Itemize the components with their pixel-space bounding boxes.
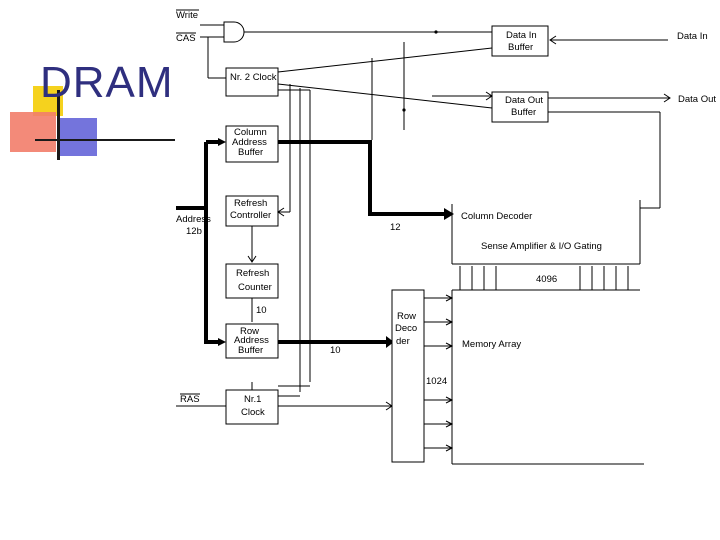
column-decoder-label: Column Decoder xyxy=(461,211,532,222)
row-decoder-outputs xyxy=(424,294,454,452)
row-decoder-label-3: der xyxy=(396,336,410,347)
array-bits-width: 4096 xyxy=(536,274,557,285)
row-addr-buffer-label-1: Row xyxy=(240,326,259,337)
refresh-counter xyxy=(225,263,279,299)
data-out-label: Data Out xyxy=(678,94,716,105)
row-decoder-label-1: Row xyxy=(397,311,416,322)
data-out-buffer-label-1: Data Out xyxy=(505,95,543,106)
sense-amplifier-label: Sense Amplifier & I/O Gating xyxy=(481,241,602,252)
data-in-arrow xyxy=(549,35,557,45)
refresh-ctrl-label-1: Refresh xyxy=(234,198,267,209)
col-addr-buffer-label-2: Address xyxy=(232,137,267,148)
address-label-2: 12b xyxy=(186,226,202,237)
row-bus-arrow xyxy=(386,336,394,348)
clock2-label: Nr. 2 Clock xyxy=(230,72,277,83)
clock2-to-dataout xyxy=(277,83,493,109)
sense-amp-bitlines xyxy=(459,266,629,290)
address-split-bus xyxy=(204,142,222,344)
decor-horizontal-line xyxy=(35,139,175,141)
refresh-counter-arrow xyxy=(247,255,257,263)
row-decoder-label-2: Deco xyxy=(395,323,417,334)
data-in-label: Data In xyxy=(677,31,708,42)
data-in-buffer-label-1: Data In xyxy=(506,30,537,41)
refresh-counter-label-2: Counter xyxy=(238,282,272,293)
slide-title: DRAM xyxy=(40,58,174,107)
column-bus-arrow xyxy=(444,208,454,220)
data-out-buffer-label-2: Buffer xyxy=(511,107,536,118)
decor-blue-square xyxy=(57,118,97,156)
clock1-box xyxy=(225,389,279,425)
data-out-buffer xyxy=(491,91,549,123)
row-bus-width: 10 xyxy=(330,345,341,356)
address-row-arrow xyxy=(218,338,226,346)
column-address-bus xyxy=(278,140,444,216)
data-in-buffer xyxy=(491,25,549,57)
memory-array-label: Memory Array xyxy=(462,339,521,350)
column-address-buffer xyxy=(225,125,279,163)
col-addr-buffer-label-1: Column xyxy=(234,127,267,138)
clock2-to-datain xyxy=(277,47,493,73)
row-decoder xyxy=(391,289,425,463)
data-in-buffer-label-2: Buffer xyxy=(508,42,533,53)
ras-label: RAS xyxy=(180,394,200,405)
row-lines-width: 1024 xyxy=(426,376,447,387)
refresh-counter-label-1: Refresh xyxy=(236,268,269,279)
refresh-in-arrow xyxy=(277,207,285,217)
refresh-ctrl-label-2: Controller xyxy=(230,210,271,221)
row-addr-buffer-label-2: Address xyxy=(234,335,269,346)
cas-label: CAS xyxy=(176,33,196,44)
write-label: Write xyxy=(176,10,198,21)
address-col-arrow xyxy=(218,138,226,146)
dataout-in-arrow xyxy=(485,91,493,101)
clock1-label-2: Clock xyxy=(241,407,265,418)
decor-red-square xyxy=(10,112,56,152)
junction-dot-2 xyxy=(402,108,406,112)
row-address-buffer xyxy=(225,323,279,359)
clock2-box xyxy=(225,67,279,97)
col-bus-width: 12 xyxy=(390,222,401,233)
and-gate xyxy=(223,21,245,43)
data-out-arrow xyxy=(663,93,671,103)
address-label-1: Address xyxy=(176,214,211,225)
col-addr-buffer-label-3: Buffer xyxy=(238,147,263,158)
junction-dot xyxy=(434,30,438,34)
clock1-label-1: Nr.1 xyxy=(244,394,261,405)
row-addr-buffer-label-3: Buffer xyxy=(238,345,263,356)
refresh-bus-width: 10 xyxy=(256,305,267,316)
decor-vertical-line xyxy=(57,90,60,160)
